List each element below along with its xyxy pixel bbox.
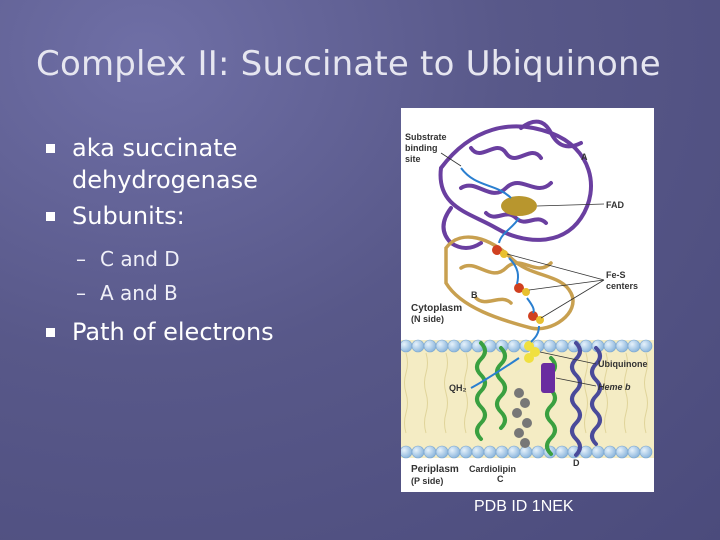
lipid-head <box>459 445 473 459</box>
lipid-heads-bottom <box>401 445 653 459</box>
lipid-head <box>507 339 521 353</box>
lipid-head <box>423 339 437 353</box>
lipid-head <box>435 339 449 353</box>
label-binding: binding <box>405 143 438 153</box>
bullet-text: aka succinate dehydrogenase <box>72 132 372 196</box>
lipid-tails <box>404 352 648 434</box>
lipid-head <box>435 445 449 459</box>
lipid-head <box>591 445 605 459</box>
dash-icon: – <box>76 281 86 305</box>
label-subunit-c: C <box>497 474 504 484</box>
label-subunit-d: D <box>573 458 580 468</box>
dash-icon: – <box>76 247 86 271</box>
bullet-line: dehydrogenase <box>72 166 258 194</box>
lipid-heads-top <box>401 339 653 353</box>
lipid-head <box>603 339 617 353</box>
lipid-head <box>411 445 425 459</box>
label-cardiolipin: Cardiolipin <box>469 464 516 474</box>
lipid-head <box>627 339 641 353</box>
lipid-head <box>603 445 617 459</box>
lipid-head <box>483 445 497 459</box>
sub-bullet-text: C and D <box>100 247 180 271</box>
subunit-b-ribbon <box>444 235 575 331</box>
lipid-head <box>639 445 653 459</box>
cardiolipin-molecule <box>512 388 532 448</box>
label-centers: centers <box>606 281 638 291</box>
fad-cofactor <box>501 196 537 216</box>
lipid-head <box>531 445 545 459</box>
subunit-a-ribbon <box>438 119 593 250</box>
lipid-head <box>447 445 461 459</box>
lipid-head <box>471 445 485 459</box>
lipid-head <box>459 339 473 353</box>
label-fe-s: Fe-S <box>606 270 626 280</box>
square-bullet-icon <box>46 212 55 221</box>
fe-s-centers <box>492 245 544 324</box>
label-heme-b: Heme b <box>598 382 631 392</box>
label-substrate: Substrate <box>405 132 447 142</box>
slide-title: Complex II: Succinate to Ubiquinone <box>36 44 661 84</box>
bullet-text: Subunits: <box>72 202 185 230</box>
lipid-head <box>401 445 413 459</box>
lipid-head <box>447 339 461 353</box>
lipid-head <box>639 339 653 353</box>
label-subunit-b: B <box>471 290 478 300</box>
protein-structure-illustration: Substrate binding site A FAD Fe-S center… <box>401 119 654 486</box>
bullet-line: aka succinate <box>72 134 238 162</box>
label-periplasm-side: (P side) <box>411 476 443 486</box>
lipid-head <box>401 339 413 353</box>
lipid-head <box>543 339 557 353</box>
lipid-head <box>615 339 629 353</box>
complex-ii-structure-figure: Substrate binding site A FAD Fe-S center… <box>401 108 654 492</box>
lipid-head <box>555 445 569 459</box>
label-leader-lines <box>440 152 605 387</box>
electron-path-arrows <box>460 167 540 389</box>
bullet-list: aka succinate dehydrogenase Subunits: –C… <box>46 132 372 346</box>
label-qh2: QH₂ <box>449 383 467 393</box>
lipid-head <box>411 339 425 353</box>
label-periplasm: Periplasm <box>411 464 459 475</box>
lipid-head <box>555 339 569 353</box>
bullet-text: Path of electrons <box>72 318 274 346</box>
sub-bullet-c-d: –C and D <box>76 246 180 272</box>
label-subunit-a: A <box>581 152 588 162</box>
square-bullet-icon <box>46 328 55 337</box>
label-site: site <box>405 154 421 164</box>
sub-bullet-text: A and B <box>100 281 178 305</box>
ubiquinone-molecule <box>524 341 540 363</box>
sub-bullet-a-b: –A and B <box>76 280 178 306</box>
square-bullet-icon <box>46 144 55 153</box>
lipid-head <box>507 445 521 459</box>
lipid-head <box>615 445 629 459</box>
heme-b <box>541 363 555 393</box>
subunit-d-helices <box>570 341 602 457</box>
lipid-head <box>627 445 641 459</box>
label-cytoplasm-side: (N side) <box>411 314 444 324</box>
lipid-head <box>495 445 509 459</box>
label-fad: FAD <box>606 200 625 210</box>
figure-caption: PDB ID 1NEK <box>474 498 574 515</box>
lipid-head <box>423 445 437 459</box>
label-ubiquinone: Ubiquinone <box>598 359 648 369</box>
label-cytoplasm: Cytoplasm <box>411 303 462 314</box>
